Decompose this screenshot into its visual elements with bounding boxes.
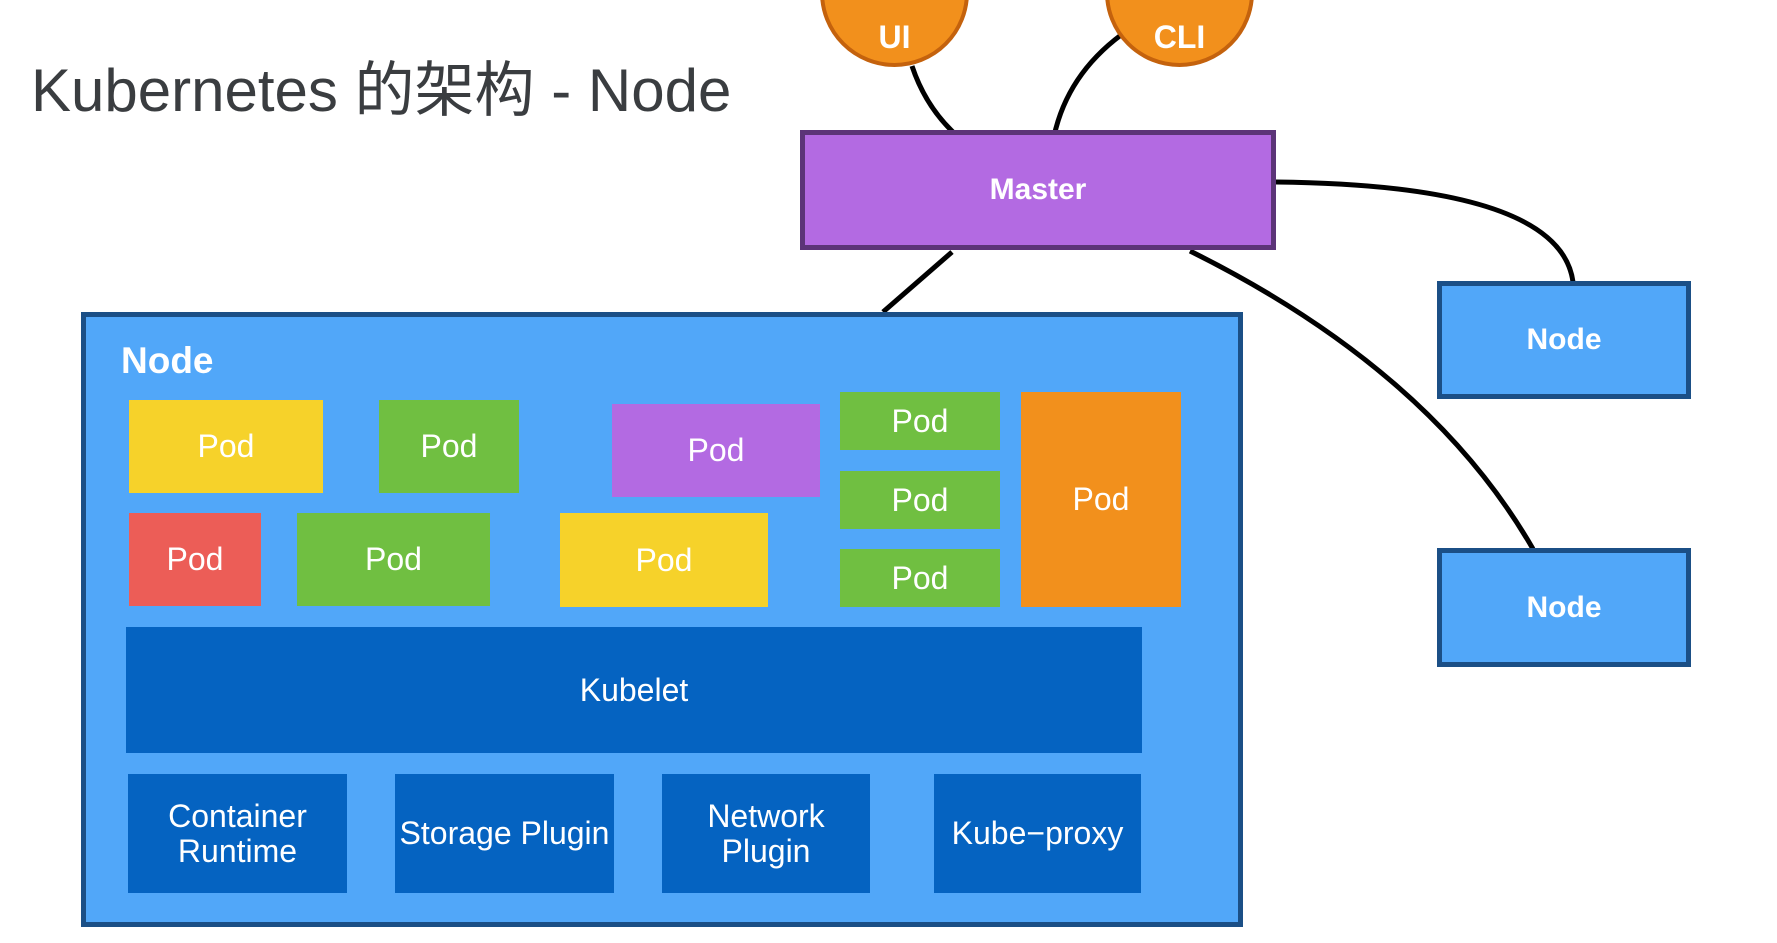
storage-plugin-box[interactable]: Storage Plugin xyxy=(395,774,614,893)
master-label: Master xyxy=(989,173,1087,206)
pod-label: Pod xyxy=(687,432,745,468)
pod[interactable]: Pod xyxy=(1021,392,1181,607)
component-label-line2: Plugin xyxy=(721,832,811,869)
kubelet-label: Kubelet xyxy=(579,671,689,708)
client-cli-label: CLI xyxy=(1153,19,1206,55)
node-title: Node xyxy=(121,340,214,381)
pod-label: Pod xyxy=(1072,481,1130,517)
pod-label: Pod xyxy=(891,559,949,596)
connector-master-remote-node-1 xyxy=(1275,179,1576,283)
pod[interactable]: Pod xyxy=(840,549,1000,607)
component-label-line1: Container xyxy=(168,797,307,834)
pod-label: Pod xyxy=(891,402,949,439)
client-ui-label: UI xyxy=(878,19,911,55)
pod[interactable]: Pod xyxy=(840,471,1000,529)
kube-proxy-box[interactable]: Kube−proxy xyxy=(934,774,1141,893)
pod[interactable]: Pod xyxy=(612,404,820,497)
pod[interactable]: Pod xyxy=(840,392,1000,450)
pod-label: Pod xyxy=(197,428,255,464)
connector-master-remote-node-2 xyxy=(1188,248,1536,551)
remote-node-2[interactable]: Node xyxy=(1437,548,1691,667)
pod-label: Pod xyxy=(420,428,478,464)
container-runtime-box[interactable]: Container Runtime xyxy=(128,774,347,893)
connector-master-node xyxy=(881,250,954,314)
pod-label: Pod xyxy=(365,541,422,577)
pod-label: Pod xyxy=(166,541,224,577)
page-title: Kubernetes 的架构 - Node xyxy=(31,57,732,124)
connector-cli-master xyxy=(1052,27,1130,133)
pod[interactable]: Pod xyxy=(379,400,519,493)
component-label-line2: Runtime xyxy=(177,832,298,869)
pod[interactable]: Pod xyxy=(560,513,768,607)
remote-node-1[interactable]: Node xyxy=(1437,281,1691,399)
remote-node-2-label: Node xyxy=(1526,590,1602,624)
component-label-line1: Network xyxy=(707,797,825,834)
connector-ui-master xyxy=(909,65,955,134)
network-plugin-box[interactable]: Network Plugin xyxy=(662,774,870,893)
pod[interactable]: Pod xyxy=(129,400,323,493)
remote-node-1-label: Node xyxy=(1526,323,1602,356)
component-label-line1: Kube−proxy xyxy=(951,815,1124,852)
master-box[interactable]: Master xyxy=(800,130,1276,250)
pod[interactable]: Pod xyxy=(297,513,490,606)
pod-label: Pod xyxy=(635,541,693,578)
pod-label: Pod xyxy=(891,481,949,518)
kubelet-box[interactable]: Kubelet xyxy=(126,627,1142,753)
component-label-line1: Storage Plugin xyxy=(399,815,610,852)
pod[interactable]: Pod xyxy=(129,513,261,606)
